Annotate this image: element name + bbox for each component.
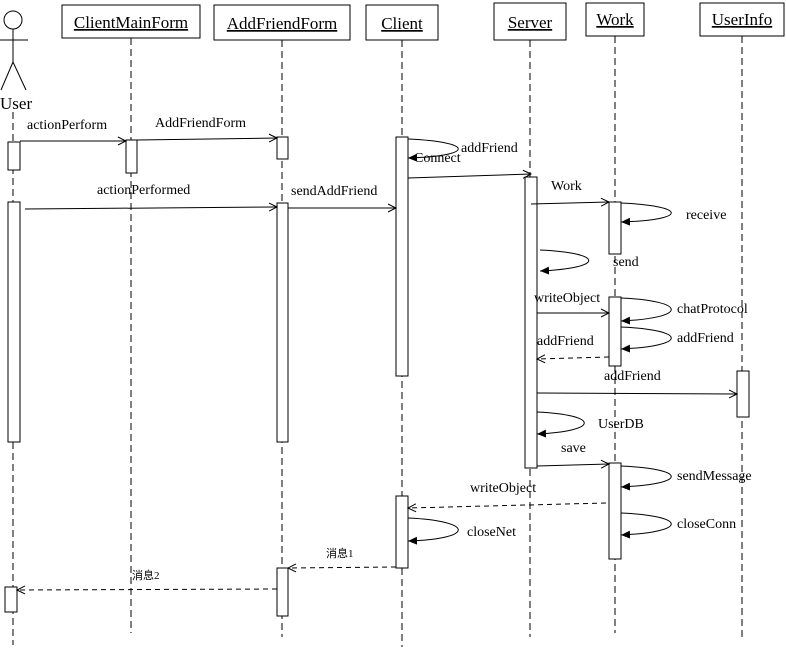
message-arrow-addfriendform (136, 138, 277, 140)
self-message-server-send (539, 249, 589, 275)
message-label-actionperformed: actionPerformed (97, 183, 190, 198)
message-label-closeconn: closeConn (677, 517, 736, 532)
message-label-addfriend-work: addFriend (677, 331, 734, 346)
participant-box-userinfo (699, 2, 785, 37)
activation-bar-addfriendform-1 (276, 136, 289, 160)
participant-label-server: Server (508, 13, 553, 32)
participant-label-work: Work (596, 10, 634, 29)
activation-bar-user-1 (7, 141, 21, 171)
message-arrow-actionperformed (24, 207, 277, 209)
message-label-send: send (613, 255, 639, 270)
activation-bar-addfriendform-2 (276, 202, 289, 443)
message-label-writeobject-1: writeObject (534, 291, 600, 306)
user-actor-label: User (0, 94, 32, 113)
message-label-save: save (561, 441, 586, 456)
participant-label-userinfo: UserInfo (712, 10, 772, 29)
activation-bar-work-3 (608, 462, 622, 560)
message-label-addfriendform: AddFriendForm (155, 116, 246, 131)
message-arrow-addfriend-return (537, 357, 610, 359)
participant-box-addfriendform (213, 4, 351, 41)
message-arrow-save (536, 464, 609, 466)
message-label-sendaddfriend: sendAddFriend (291, 184, 377, 199)
self-message-work-sendmessage (620, 465, 672, 491)
activation-bar-client-1 (395, 136, 409, 377)
message-label-receive: receive (686, 208, 726, 223)
message-arrow-addfriend-userinfo (536, 393, 737, 394)
message-label-chatprotocol: chatProtocol (677, 302, 748, 317)
self-message-work-receive (620, 202, 672, 226)
participant-label-clientmainform: ClientMainForm (74, 13, 188, 32)
activation-bar-clientmainform (125, 139, 138, 174)
participant-box-work (585, 2, 645, 37)
activation-bar-addfriendform-3 (276, 567, 289, 617)
message-label-sendmessage: sendMessage (677, 469, 752, 484)
activation-bar-user-2 (7, 201, 21, 443)
message-label-closenet: closeNet (467, 525, 516, 540)
message-label-work: Work (551, 179, 582, 194)
message-arrow-work (530, 202, 609, 204)
message-arrow-writeobject-2 (408, 502, 607, 508)
message-label-xiaoxi2: 消息2 (132, 568, 160, 582)
message-label-addfriend-return: addFriend (537, 334, 594, 349)
message-arrow-connect (407, 174, 531, 178)
participant-box-clientmainform (61, 4, 201, 39)
activation-bar-user-3 (4, 586, 18, 613)
self-message-client-closenet (407, 517, 459, 545)
participant-label-client: Client (381, 14, 423, 33)
message-arrow-xiaoxi2 (17, 589, 278, 590)
activation-bar-server (524, 176, 538, 469)
message-label-connect: Connect (414, 151, 461, 166)
self-message-work-addfriend (620, 326, 672, 353)
self-message-server-userdb (536, 411, 585, 438)
message-label-addfriend-client: addFriend (461, 141, 518, 156)
participant-box-client (365, 4, 439, 41)
self-message-work-closeconn (620, 512, 672, 539)
message-label-writeobject-2: writeObject (470, 481, 536, 496)
activation-bar-work-2 (608, 296, 622, 367)
participant-box-server (493, 2, 567, 41)
message-label-xiaoxi1: 消息1 (326, 546, 354, 560)
activation-bar-client-2 (395, 495, 409, 569)
participant-label-addfriendform: AddFriendForm (227, 14, 338, 33)
user-actor (0, 10, 28, 91)
message-label-actionperform: actionPerform (27, 118, 107, 133)
activation-bar-userinfo (736, 370, 750, 418)
self-message-work-chatprotocol (620, 297, 672, 325)
self-message-client-addfriend (407, 138, 459, 162)
activation-bar-work-1 (608, 201, 622, 255)
message-arrow-xiaoxi1 (288, 567, 397, 568)
message-label-userdb: UserDB (598, 417, 644, 432)
message-label-addfriend-userinfo: addFriend (604, 369, 661, 384)
